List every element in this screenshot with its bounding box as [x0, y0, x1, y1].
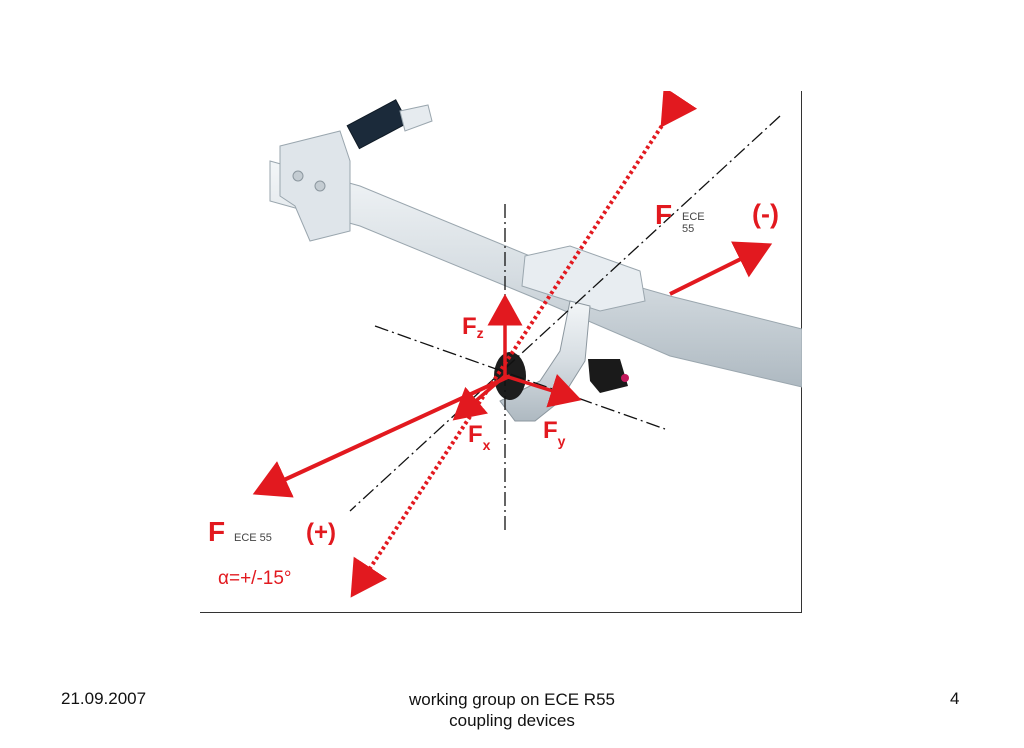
fx-subscript: x — [482, 437, 491, 453]
fx-letter: F — [468, 421, 483, 448]
tow-bar-force-diagram: F ECE 55 (-) Fz Fx Fy F ECE 55 (+) α=+/-… — [200, 91, 802, 613]
force-ece55-sub-top-line2: 55 — [682, 222, 695, 235]
fz-letter: F — [462, 313, 477, 340]
angle-line — [350, 91, 698, 598]
footer-date: 21.09.2007 — [61, 689, 147, 708]
sign-positive-label: (+) — [306, 519, 336, 546]
force-ece55-label-top: F — [655, 199, 673, 230]
fy-label: Fy — [543, 417, 566, 449]
fx-arrow — [452, 374, 507, 421]
page-number: 4 — [950, 689, 960, 708]
bracket-tab — [399, 104, 433, 132]
angle-label: α=+/-15° — [218, 568, 292, 589]
force-arrow-negative — [669, 241, 773, 296]
fy-letter: F — [543, 417, 558, 444]
socket-pin — [621, 374, 629, 382]
fy-arrow — [504, 373, 582, 408]
force-ece55-sub-top-line1: ECE — [682, 211, 705, 223]
force-ece55-sub-top: ECE 55 — [682, 211, 705, 235]
fy-subscript: y — [557, 433, 566, 449]
bolt-2 — [314, 180, 326, 192]
fz-subscript: z — [476, 325, 484, 341]
bracket-clamp — [346, 99, 409, 150]
footer-title-line2: coupling devices — [449, 711, 575, 730]
bolt-1 — [292, 170, 304, 182]
sign-negative-label: (-) — [752, 199, 779, 229]
reinforcement-plate — [521, 245, 646, 312]
footer-title: working group on ECE R55 coupling device… — [312, 689, 712, 731]
fx-label: Fx — [468, 421, 491, 453]
force-ece55-label-bottom: F — [208, 516, 226, 547]
force-ece55-sub-bottom: ECE 55 — [234, 532, 272, 544]
diagram-drawing — [252, 91, 802, 598]
footer-title-line1: working group on ECE R55 — [408, 690, 615, 709]
fz-label: Fz — [462, 313, 484, 341]
